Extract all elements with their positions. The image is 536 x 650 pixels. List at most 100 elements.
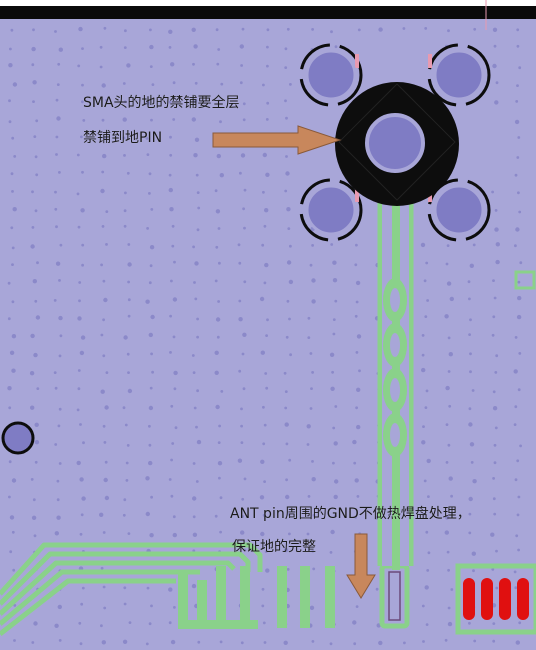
via-dot	[55, 98, 59, 102]
via-dot	[102, 279, 106, 283]
via-dot	[191, 27, 196, 32]
via-dot	[172, 81, 176, 85]
via-dot	[493, 443, 497, 447]
via-dot	[7, 386, 12, 391]
via-dot	[55, 153, 58, 156]
via-dot	[492, 27, 498, 32]
via-dot	[123, 224, 127, 228]
via-dot	[491, 190, 494, 194]
via-dot	[421, 440, 426, 445]
via-dot	[518, 621, 522, 625]
via-dot	[148, 460, 153, 466]
via-dot	[516, 28, 520, 32]
via-dot	[262, 621, 266, 625]
via-dot	[168, 587, 173, 592]
via-dot	[170, 404, 174, 408]
via-dot	[81, 83, 84, 87]
via-dot	[220, 390, 224, 393]
via-dot	[9, 47, 12, 51]
pad	[240, 566, 250, 628]
via-dot	[241, 497, 245, 501]
via-dot	[145, 642, 149, 646]
via-dot	[219, 120, 222, 124]
via-dot	[12, 82, 18, 87]
via-dot	[169, 351, 172, 354]
via-dot	[193, 153, 198, 158]
via-dot	[468, 512, 472, 516]
via-dot	[56, 498, 60, 502]
via-dot	[55, 225, 58, 229]
via-dot	[444, 314, 449, 319]
connector-outline	[455, 563, 536, 635]
via-dot	[241, 27, 245, 31]
rf-feed-line	[377, 170, 414, 570]
via-dot	[193, 281, 196, 284]
via-dot	[264, 550, 268, 553]
via-dot	[122, 117, 127, 122]
via-dot	[36, 261, 39, 265]
via-dot	[473, 639, 477, 643]
via-dot	[35, 119, 39, 123]
via-dot	[7, 495, 11, 499]
via-dot	[194, 81, 198, 85]
via-dot	[54, 207, 58, 211]
via-dot	[493, 512, 497, 516]
via-dot	[519, 444, 522, 448]
via-dot	[81, 586, 85, 590]
trace	[0, 560, 236, 616]
via-dot	[123, 100, 127, 103]
via-dot	[78, 281, 82, 284]
via-dot	[148, 192, 151, 195]
sma-ground-pin	[307, 51, 355, 99]
clearance-ring	[299, 43, 363, 107]
via-dot	[169, 135, 172, 139]
via-dot	[333, 514, 337, 518]
via-dot	[11, 368, 16, 373]
via-dot	[495, 354, 499, 358]
via-dot	[261, 604, 265, 608]
via-dot	[78, 299, 81, 303]
via-dot	[420, 242, 426, 248]
via-dot	[331, 370, 334, 374]
via-dot	[375, 587, 379, 591]
via-dot	[172, 515, 176, 519]
via-dot	[194, 261, 199, 266]
top-margin	[0, 0, 536, 6]
via-dot	[425, 389, 429, 393]
via-dot	[56, 479, 60, 483]
via-dot	[13, 639, 16, 642]
via-dot	[423, 279, 427, 283]
via-dot	[192, 62, 195, 66]
via-dot	[263, 480, 266, 483]
via-dot	[9, 350, 15, 355]
clearance-ring	[427, 43, 491, 107]
via-dot	[171, 442, 175, 445]
via-dot	[240, 641, 244, 645]
via-dot	[240, 424, 244, 428]
via-dot	[243, 188, 247, 192]
via-dot	[100, 389, 105, 394]
via-dot	[217, 227, 221, 230]
via-dot	[76, 192, 80, 196]
pink-mark	[428, 54, 432, 68]
ground-pin-rims	[305, 49, 485, 236]
keepout-diamond-outline	[338, 83, 456, 201]
via-dot	[260, 459, 265, 464]
via-dot	[260, 531, 265, 537]
via-dot	[173, 260, 176, 264]
via-dot	[519, 261, 523, 265]
via-dot	[77, 64, 81, 68]
via-dot	[262, 513, 266, 517]
via-dot	[149, 533, 154, 538]
via-dot	[287, 227, 291, 231]
via-dot	[172, 335, 176, 339]
via-dot	[238, 369, 242, 373]
via-dot	[53, 299, 57, 302]
via-dot	[334, 45, 338, 49]
trace	[0, 551, 251, 606]
via-dot	[309, 263, 313, 267]
via-dot	[330, 386, 335, 391]
via-dot	[285, 478, 288, 482]
via-dot	[34, 422, 39, 427]
